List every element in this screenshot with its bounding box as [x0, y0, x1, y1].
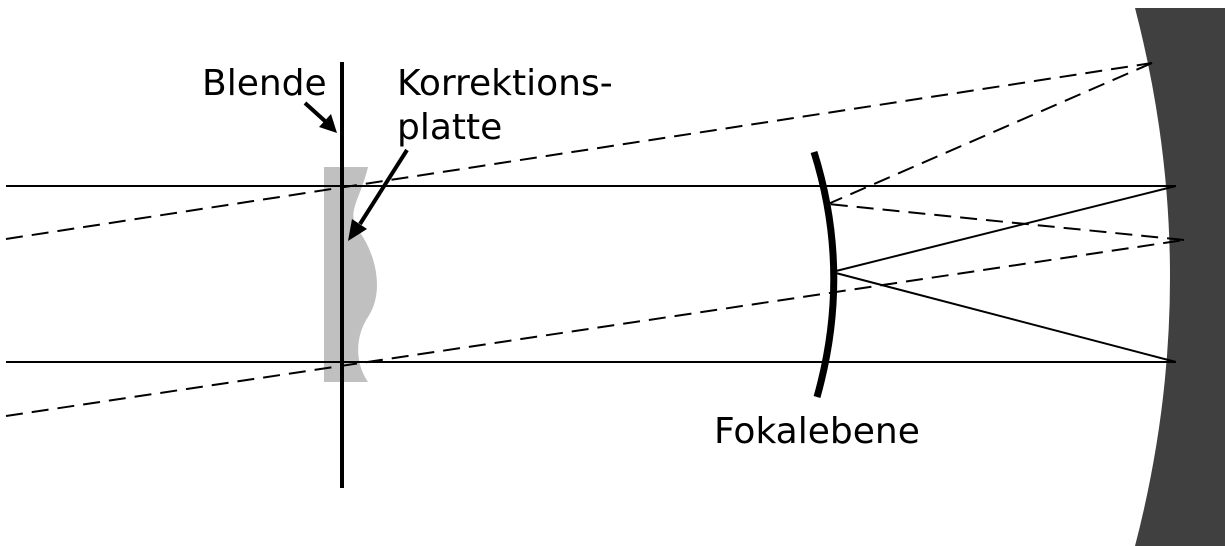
focal-plane-label: Fokalebene [714, 411, 920, 452]
off-axis-ray-lower [5, 239, 1185, 417]
off-axis-reflected-upper [827, 62, 1153, 205]
corrector-pointer-shaft [358, 148, 409, 226]
corrector-label-line1: Korrektions- [397, 63, 613, 104]
axial-reflected-upper [831, 185, 1177, 273]
aperture-pointer-shaft [303, 101, 328, 124]
off-axis-rays [5, 62, 1185, 417]
corrector-plate [324, 167, 377, 382]
primary-mirror [1135, 8, 1225, 546]
aperture-pointer-head [319, 114, 337, 133]
pointer-arrows [303, 101, 409, 241]
aperture-label: Blende [202, 63, 327, 104]
corrector-label-line2: platte [397, 107, 503, 148]
axial-rays [6, 185, 1177, 363]
off-axis-ray-upper [5, 62, 1153, 240]
focal-surface [810, 150, 838, 398]
off-axis-reflected-lower [827, 203, 1185, 241]
corrector-pointer-head [348, 219, 367, 241]
axial-reflected-lower [831, 271, 1177, 363]
